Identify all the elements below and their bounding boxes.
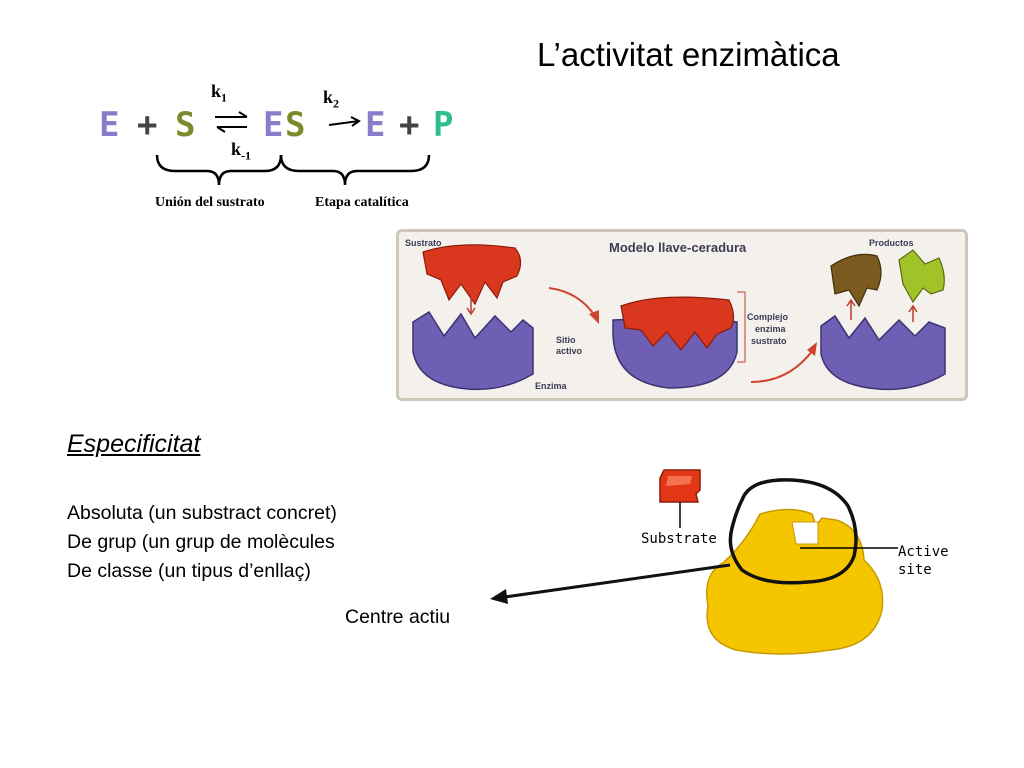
active-centre-label: Centre actiu <box>345 606 451 628</box>
label-productos: Productos <box>869 238 914 248</box>
k2-label: k2 <box>323 87 340 111</box>
k1-label: k1 <box>211 81 228 105</box>
specificity-list: Absoluta (un substract concret) De grup … <box>67 499 337 586</box>
page-title: L’activitat enzimàtica <box>537 36 840 73</box>
equilibrium-arrows-icon <box>155 111 431 186</box>
lock-key-title: Modelo llave-ceradura <box>609 240 747 255</box>
label-enzima-2: enzima <box>755 324 786 334</box>
label-sitio: Sitio <box>556 335 576 345</box>
plus-sign-2: + <box>399 105 420 145</box>
specificity-heading: Especificitat <box>67 430 201 458</box>
k-minus1-label: k-1 <box>231 139 252 163</box>
list-item: De classe (un tipus d’enllaç) <box>67 560 311 582</box>
complex-enzyme-symbol: E <box>263 105 284 145</box>
lock-key-illustration <box>412 244 946 391</box>
label-activo: activo <box>556 346 583 356</box>
list-item: Absoluta (un substract concret) <box>67 502 337 524</box>
caption-substrate-binding: Unión del sustrato <box>155 195 265 210</box>
product-symbol: P <box>433 105 454 145</box>
enzyme-symbol-2: E <box>365 105 386 145</box>
substrate-label: Substrate <box>641 531 717 547</box>
enzyme-symbol: E <box>99 105 120 145</box>
caption-catalytic-step: Etapa catalítica <box>315 195 409 210</box>
active-label: Active <box>898 544 949 560</box>
label-complejo: Complejo <box>747 312 789 322</box>
reaction-equation: E + S E S E + P k1 k-1 k2 Unión del sust… <box>95 81 465 225</box>
label-sustrato: Sustrato <box>405 238 442 248</box>
complex-substrate-symbol: S <box>285 105 306 145</box>
lock-key-figure: Modelo llave-ceradura Sustrato Sitio act… <box>396 229 968 401</box>
plus-sign: + <box>137 105 158 145</box>
label-sustrato-2: sustrato <box>751 336 787 346</box>
label-enzima: Enzima <box>535 381 567 391</box>
site-label: site <box>898 562 932 578</box>
list-item: De grup (un grup de molècules <box>67 531 335 553</box>
substrate-symbol: S <box>175 105 196 145</box>
